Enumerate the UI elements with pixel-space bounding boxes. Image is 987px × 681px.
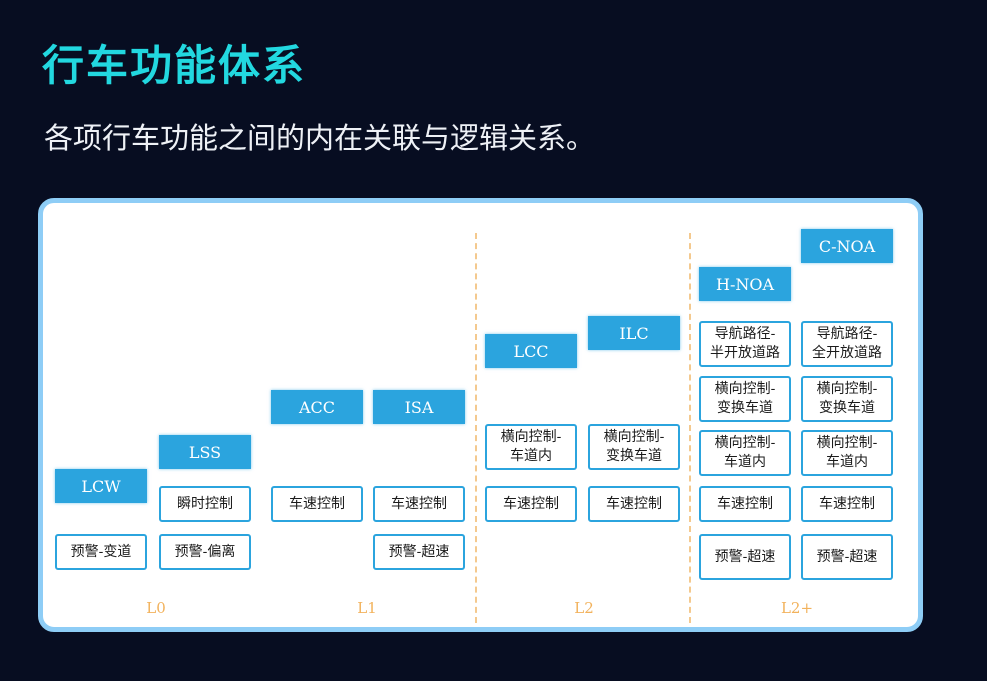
cnoa-warning-overspeed: 预警-超速	[801, 534, 893, 580]
feature-ilc: ILC	[588, 316, 680, 350]
cnoa-lateral-in-lane: 横向控制- 车道内	[801, 430, 893, 476]
lcc-lateral-in-lane: 横向控制- 车道内	[485, 424, 577, 470]
cnoa-speed-control: 车速控制	[801, 486, 893, 522]
level-divider-l2-l2plus	[689, 233, 691, 623]
lss-warning-departure: 预警-偏离	[159, 534, 251, 570]
feature-lcw: LCW	[55, 469, 147, 503]
lss-instant-control: 瞬时控制	[159, 486, 251, 522]
cnoa-lateral-lane-change: 横向控制- 变换车道	[801, 376, 893, 422]
level-label-l0: L0	[146, 599, 166, 617]
page-subtitle: 各项行车功能之间的内在关联与逻辑关系。	[44, 121, 596, 155]
feature-h-noa: H-NOA	[699, 267, 791, 301]
ilc-speed-control: 车速控制	[588, 486, 680, 522]
acc-speed-control: 车速控制	[271, 486, 363, 522]
isa-speed-control: 车速控制	[373, 486, 465, 522]
isa-warning-overspeed: 预警-超速	[373, 534, 465, 570]
function-system-diagram: LCW 预警-变道 LSS 瞬时控制 预警-偏离 ACC 车速控制 ISA 车速…	[38, 198, 923, 632]
level-label-l1: L1	[357, 599, 377, 617]
hnoa-speed-control: 车速控制	[699, 486, 791, 522]
level-label-l2: L2	[574, 599, 594, 617]
hnoa-lateral-in-lane: 横向控制- 车道内	[699, 430, 791, 476]
hnoa-lateral-lane-change: 横向控制- 变换车道	[699, 376, 791, 422]
feature-isa: ISA	[373, 390, 465, 424]
level-divider-l1-l2	[475, 233, 477, 623]
page-title: 行车功能体系	[42, 41, 307, 90]
ilc-lateral-lane-change: 横向控制- 变换车道	[588, 424, 680, 470]
feature-acc: ACC	[271, 390, 363, 424]
lcw-warning-lane-change: 预警-变道	[55, 534, 147, 570]
cnoa-nav-fully-open: 导航路径- 全开放道路	[801, 321, 893, 367]
lcc-speed-control: 车速控制	[485, 486, 577, 522]
level-label-l2plus: L2+	[780, 599, 814, 617]
feature-lss: LSS	[159, 435, 251, 469]
hnoa-warning-overspeed: 预警-超速	[699, 534, 791, 580]
feature-c-noa: C-NOA	[801, 229, 893, 263]
hnoa-nav-semi-open: 导航路径- 半开放道路	[699, 321, 791, 367]
feature-lcc: LCC	[485, 334, 577, 368]
